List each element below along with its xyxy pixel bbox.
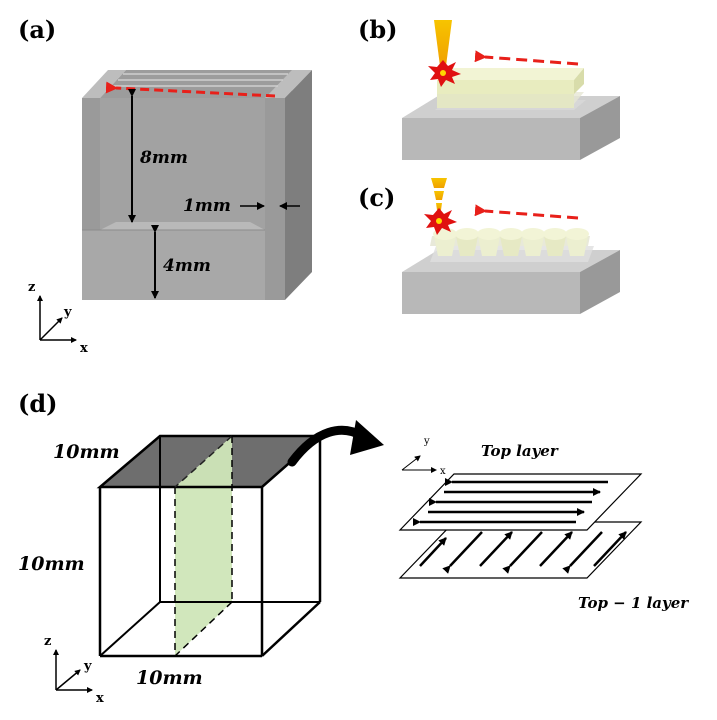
thin-wall-part: 8mm 1mm 4mm	[82, 70, 312, 300]
axis-x-label: x	[80, 341, 88, 356]
scan-direction-arrow	[105, 81, 276, 98]
laser-beam-b	[434, 20, 452, 66]
scan-direction-arrow-c	[474, 204, 579, 220]
top-layer-label: Top layer	[481, 442, 559, 460]
panel-a: (a)	[18, 15, 312, 356]
axis-y-label: y	[83, 659, 92, 674]
layer-top-minus-one	[398, 521, 643, 579]
panel-c-label: (c)	[358, 183, 395, 212]
axis-z-label: z	[44, 634, 51, 649]
panel-b: (b)	[358, 15, 620, 160]
panel-d: (d) 10mm 10mm 10mm	[18, 389, 689, 706]
layer-top	[398, 473, 643, 531]
deposited-track-b	[435, 68, 586, 110]
panel-c: (c)	[358, 178, 620, 314]
mini-axis-x-label: x	[440, 466, 446, 477]
panel-a-label: (a)	[18, 15, 56, 44]
mini-axis-y-label: y	[423, 436, 430, 447]
right-wall-side	[285, 70, 312, 300]
cube-top-edge-label: 10mm	[53, 441, 120, 463]
inner-back-wall	[100, 98, 265, 230]
wall-thickness-label: 1mm	[183, 196, 231, 216]
axes-a: z y x	[28, 280, 88, 356]
substrate-block-c	[402, 250, 620, 314]
wall-height-label: 8mm	[139, 148, 188, 168]
axes-d: z y x	[44, 634, 104, 706]
axis-z-label: z	[28, 280, 35, 295]
axis-x-label: x	[96, 691, 104, 706]
right-wall-front	[265, 98, 285, 300]
axis-y-label: y	[63, 305, 72, 320]
pulsed-laser-beam-c	[431, 178, 447, 210]
right-wall-top	[265, 70, 312, 98]
cube-bottom-edge-label: 10mm	[136, 667, 203, 689]
deposited-beads-c	[430, 228, 594, 262]
top-minus-one-layer-label: Top − 1 layer	[578, 594, 689, 612]
cube-block	[96, 434, 324, 658]
cavity-floor	[100, 222, 265, 230]
left-wall-front	[82, 98, 100, 230]
zoom-arrow	[287, 420, 384, 467]
panel-d-label: (d)	[18, 389, 58, 418]
left-wall-top	[82, 70, 126, 98]
scan-direction-arrow-b	[474, 50, 579, 66]
base-height-label: 4mm	[163, 256, 211, 276]
mini-axes: y x	[401, 436, 446, 477]
cube-height-label: 10mm	[18, 553, 85, 575]
panel-b-label: (b)	[358, 15, 398, 44]
